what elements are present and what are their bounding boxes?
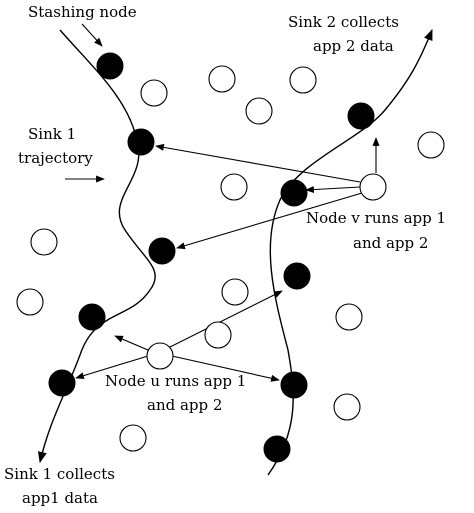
stashing-node-label: Stashing node [28,3,137,21]
sensor-node [335,303,363,331]
v-to-stash-arrow-c [176,192,363,250]
sink1-trajectory-curve [37,29,156,464]
u-to-stash-arrow-d [171,355,280,382]
stashing-node [347,102,375,130]
node-u-label: Node u runs app 1 [105,372,246,390]
stashing-node-pointer-arrow [81,23,103,47]
sensor-node [119,424,147,452]
node-v-label-2: and app 2 [353,234,428,252]
v-to-stash-arrow-a [155,143,361,183]
sensor-node [417,131,445,159]
sensor-node [30,228,58,256]
sensor-node [204,321,232,349]
stashing-node [96,52,124,80]
stashing-node [263,435,291,463]
sink1-collects-label: Sink 1 collects [4,465,115,483]
node-u [146,342,174,370]
sink1-collects-label-2: app1 data [22,489,98,507]
u-to-stash-arrow-b [75,355,149,380]
sensor-node [221,278,249,306]
sensor-node [289,66,317,94]
node-v [359,173,387,201]
sensor-node [245,97,273,125]
sink1-trajectory-label: Sink 1 [28,125,76,143]
stashing-node [127,128,155,156]
stashing-node [280,179,308,207]
sensor-node [333,393,361,421]
sink2-collects-label-2: app 2 data [313,37,394,55]
sensor-node [16,288,44,316]
stashing-node [48,369,76,397]
u-to-stash-arrow-a [114,335,149,351]
sink1-trajectory-label-2: trajectory [18,149,93,167]
stashing-node [78,303,106,331]
u-to-stash-arrow-c [169,290,283,348]
sensor-node [140,79,168,107]
sink2-collects-label: Sink 2 collects [288,13,399,31]
node-v-label: Node v runs app 1 [306,209,446,227]
stashing-node [148,237,176,265]
sensor-node [208,65,236,93]
node-u-label-2: and app 2 [147,396,222,414]
sensor-node [220,173,248,201]
v-to-stash-arrow-b [305,186,361,194]
stashing-node [280,371,308,399]
stashing-node [283,262,311,290]
